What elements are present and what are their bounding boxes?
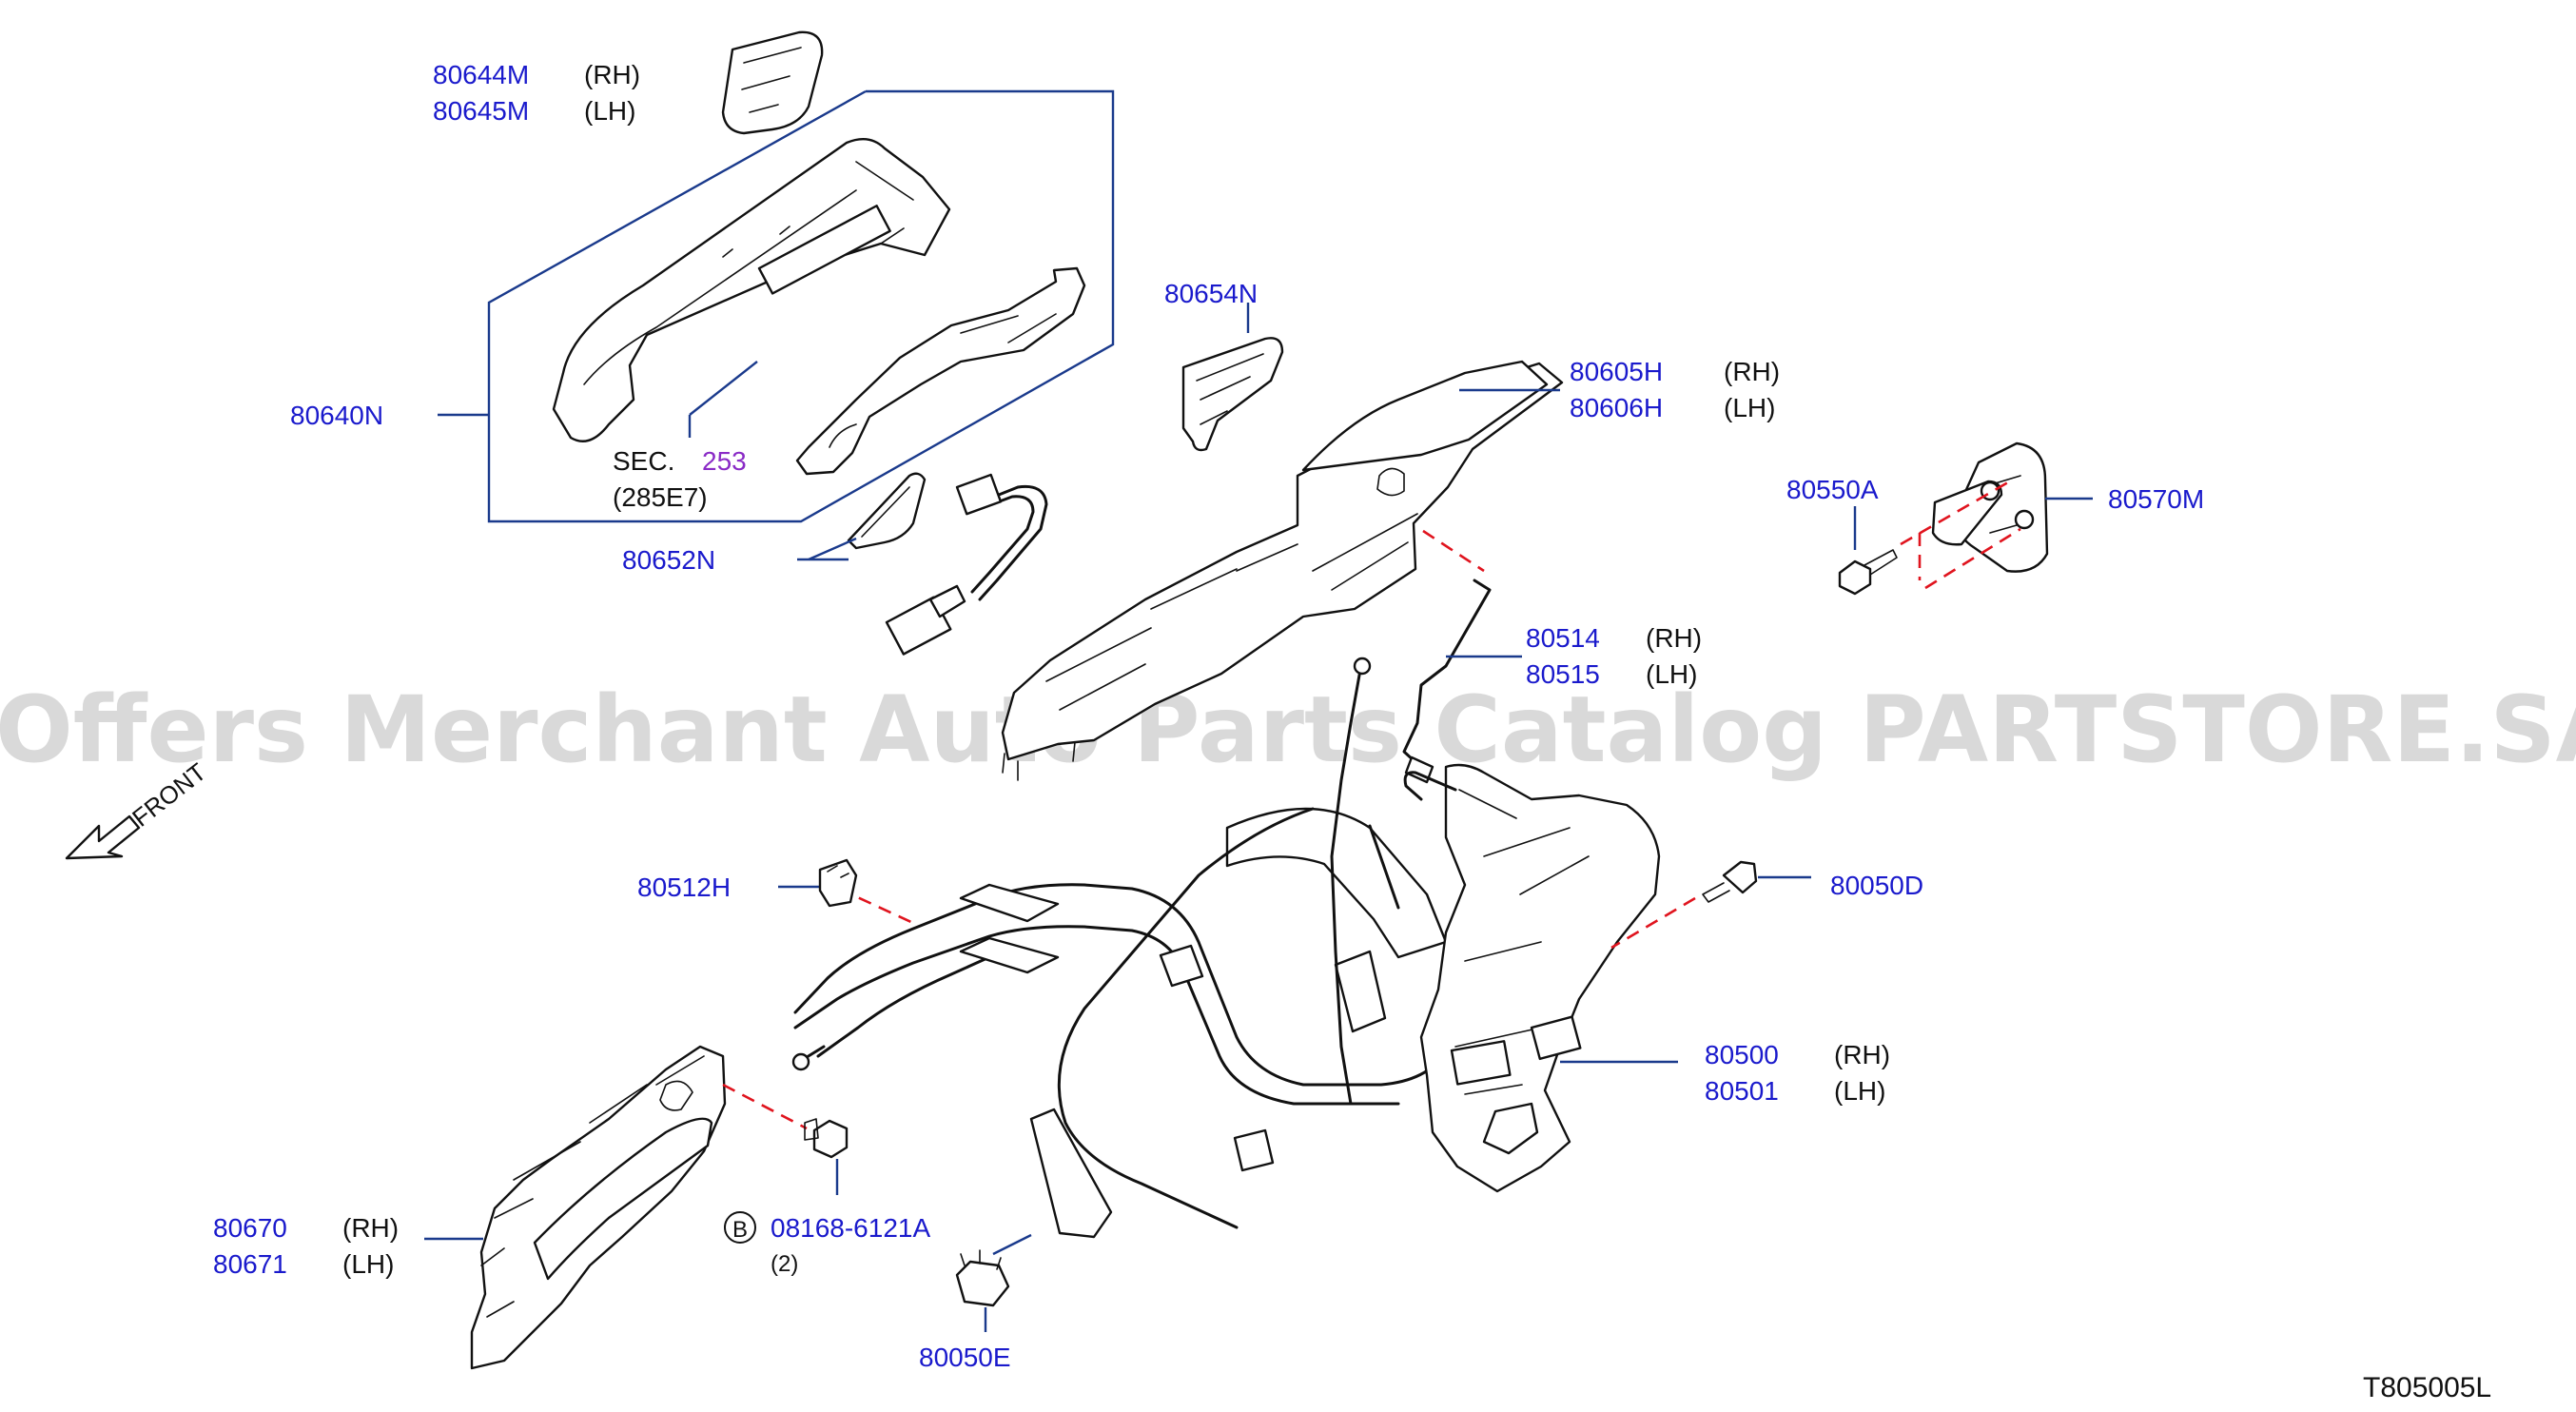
seal-bracket-icon (1181, 337, 1284, 452)
label-80514: 80514 (1526, 623, 1600, 653)
label-80605h: 80605H (1570, 357, 1663, 386)
label-80644m: 80644M (433, 60, 529, 89)
inside-handle-icon (470, 1045, 727, 1370)
label-80606h-side: (LH) (1724, 393, 1775, 422)
label-80645m: 80645M (433, 96, 529, 126)
front-arrow-icon (65, 814, 141, 860)
diagram-id: T805005L (2363, 1372, 2491, 1403)
label-80640n: 80640N (290, 401, 383, 430)
label-80512h: 80512H (637, 873, 731, 902)
label-80500: 80500 (1705, 1040, 1779, 1069)
cable-assembly-icon (791, 657, 1448, 1239)
door-lock-actuator-icon (1403, 763, 1661, 1193)
badge-b-icon (724, 1211, 756, 1244)
label-80050e: 80050E (919, 1343, 1011, 1372)
watermark-text: Offers Merchant Auto Parts Catalog PARTS… (0, 677, 2576, 783)
striker-icon (1931, 441, 2049, 573)
label-80500-side: (RH) (1834, 1040, 1890, 1069)
label-80671: 80671 (213, 1249, 287, 1279)
label-80605h-side: (RH) (1724, 357, 1780, 386)
grommet-icon (955, 1249, 1010, 1307)
label-80514-side: (RH) (1646, 623, 1702, 653)
handle-frame-icon (795, 266, 1086, 476)
sec-number: 253 (702, 446, 747, 476)
bolt-icon (1838, 549, 1898, 596)
label-80670-side: (RH) (342, 1213, 399, 1243)
label-80654n: 80654N (1164, 279, 1258, 308)
gasket-icon (847, 472, 927, 550)
label-80515-side: (LH) (1646, 659, 1697, 689)
label-80501-side: (LH) (1834, 1076, 1885, 1106)
label-80501: 80501 (1705, 1076, 1779, 1106)
bolt-08168-icon (804, 1118, 849, 1159)
label-80570m: 80570M (2108, 484, 2204, 514)
label-80050d: 80050D (1830, 871, 1923, 900)
label-80671-side: (LH) (342, 1249, 394, 1279)
outside-handle-icon (552, 137, 951, 442)
label-80645m-side: (LH) (584, 96, 635, 126)
label-80670: 80670 (213, 1213, 287, 1243)
label-80550a: 80550A (1786, 475, 1879, 504)
label-80652n: 80652N (622, 545, 715, 575)
sec-prefix: SEC. (613, 446, 674, 476)
label-08168-qty: (2) (771, 1251, 798, 1277)
label-80515: 80515 (1526, 659, 1600, 689)
handle-cap-icon (721, 30, 824, 135)
handle-carrier-icon (1001, 360, 1564, 781)
sec-sub: (285E7) (613, 482, 708, 512)
label-08168-6121a: 08168-6121A (771, 1213, 930, 1243)
badge-b-letter: B (732, 1217, 748, 1243)
label-80644m-side: (RH) (584, 60, 640, 89)
group-bracket-80640n (487, 89, 1115, 523)
cable-clip-icon (818, 858, 858, 908)
label-80606h: 80606H (1570, 393, 1663, 422)
screw-icon (1702, 860, 1758, 903)
sensor-cable-icon (885, 473, 1048, 656)
